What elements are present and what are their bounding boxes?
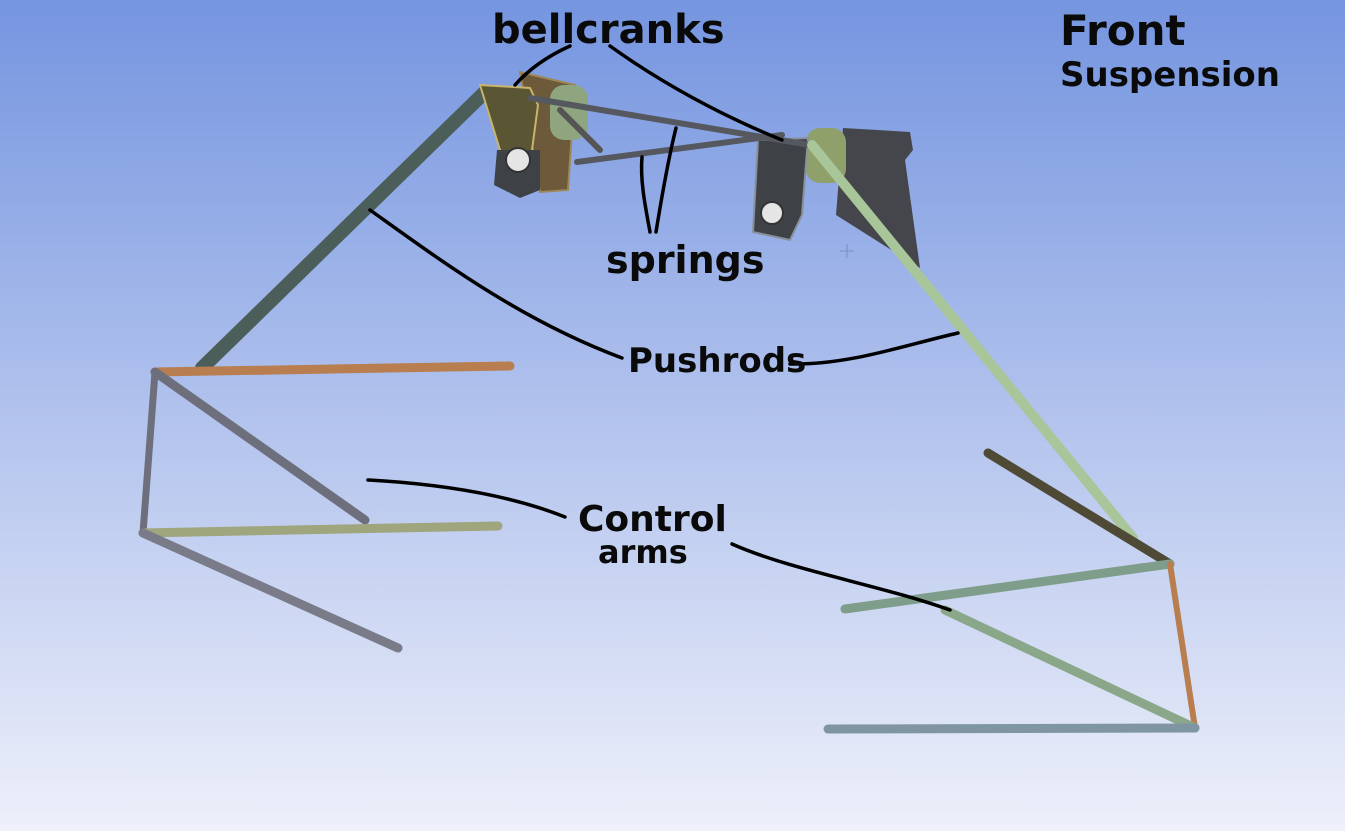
spring-rod-lower bbox=[574, 132, 785, 165]
label-bellcranks: bellcranks bbox=[492, 7, 725, 53]
left-pushrod bbox=[195, 85, 492, 375]
leader-bellcranks-left bbox=[513, 44, 572, 87]
left-lower-arm-rear bbox=[138, 528, 403, 653]
leader-springs-right bbox=[654, 126, 678, 234]
right-upper-arm-rear bbox=[983, 448, 1175, 569]
right-pushrod bbox=[807, 140, 1138, 543]
right-upper-arm-front bbox=[840, 559, 1175, 614]
right-suspension bbox=[807, 140, 1200, 734]
right-lower-arm-rear bbox=[940, 605, 1200, 733]
leader-pushrods-left bbox=[368, 208, 624, 360]
left-upper-arm-rear bbox=[150, 367, 370, 525]
label-control-arms-line1: Control bbox=[578, 499, 727, 540]
label-springs: springs bbox=[606, 238, 764, 282]
left-suspension bbox=[138, 85, 515, 653]
leader-springs-left bbox=[639, 155, 652, 234]
left-upright bbox=[139, 368, 159, 537]
left-pivot bbox=[505, 147, 531, 173]
right-upright bbox=[1167, 561, 1198, 731]
crosshair-icon bbox=[840, 244, 854, 258]
title-line1: Front bbox=[1060, 6, 1186, 55]
leader-bellcranks-right bbox=[608, 44, 784, 142]
title-line2: Suspension bbox=[1060, 55, 1280, 95]
left-pushrod-stub bbox=[557, 107, 603, 153]
label-pushrods: Pushrods bbox=[628, 341, 806, 381]
label-control-arms-line2: arms bbox=[598, 533, 688, 571]
leader-control-arms-left bbox=[366, 478, 567, 519]
annotation-leaders bbox=[366, 44, 960, 612]
right-chassis-plate bbox=[836, 128, 920, 268]
left-upper-arm-front bbox=[150, 361, 515, 377]
leader-control-arms-right bbox=[730, 542, 952, 612]
right-lower-arm-front bbox=[823, 723, 1200, 734]
right-pivot bbox=[760, 201, 784, 225]
left-lower-arm-front bbox=[138, 521, 503, 538]
leader-pushrods-right bbox=[788, 331, 960, 366]
